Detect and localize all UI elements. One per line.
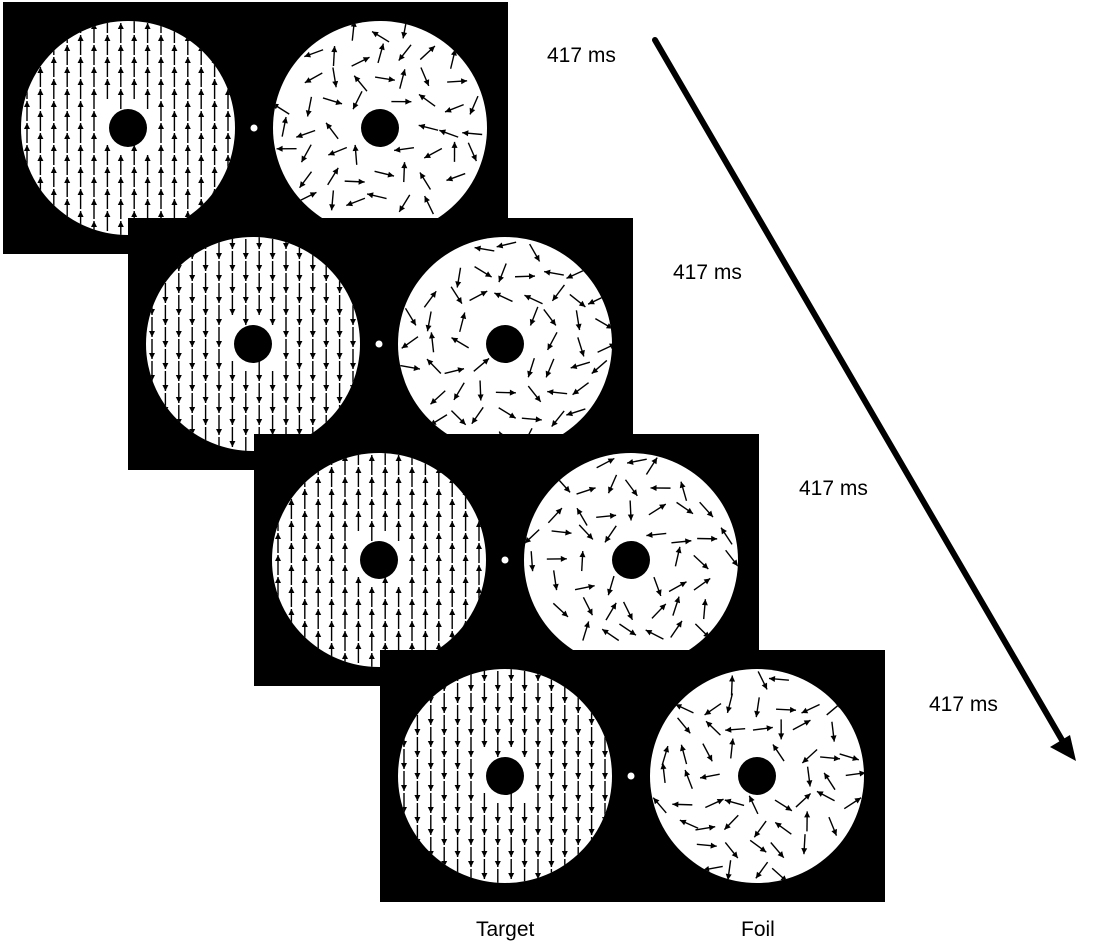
stimulus-display [398, 669, 864, 883]
foil-center-hole [486, 325, 524, 363]
target-arrow-field [24, 21, 231, 235]
target-center-hole [234, 325, 272, 363]
target-center-hole [109, 109, 147, 147]
fixation-dot [250, 124, 258, 132]
fixation-dot [501, 556, 509, 564]
foil-center-hole [612, 541, 650, 579]
foil-center-hole [738, 757, 776, 795]
duration-label-2: 417 ms [673, 261, 742, 284]
foil-arrow-field [652, 671, 864, 883]
stimulus-display [146, 237, 612, 451]
foil-center-hole [361, 109, 399, 147]
target-center-hole [360, 541, 398, 579]
target-center-hole [486, 757, 524, 795]
foil-label: Foil [741, 918, 775, 941]
stimulus-display [21, 21, 487, 235]
stimulus-frame-4 [380, 650, 885, 902]
duration-label-3: 417 ms [799, 477, 868, 500]
duration-label-1: 417 ms [547, 44, 616, 67]
foil-arrow-field [524, 457, 738, 659]
stimulus-frame-1 [3, 2, 508, 254]
target-label: Target [476, 918, 535, 941]
stimulus-frame-2 [128, 218, 633, 470]
duration-label-4: 417 ms [929, 693, 998, 716]
fixation-dot [375, 340, 383, 348]
stimulus-frame-3 [254, 434, 759, 686]
fixation-dot [627, 772, 635, 780]
stimulus-display [272, 453, 738, 667]
foil-arrow-field [400, 241, 612, 451]
